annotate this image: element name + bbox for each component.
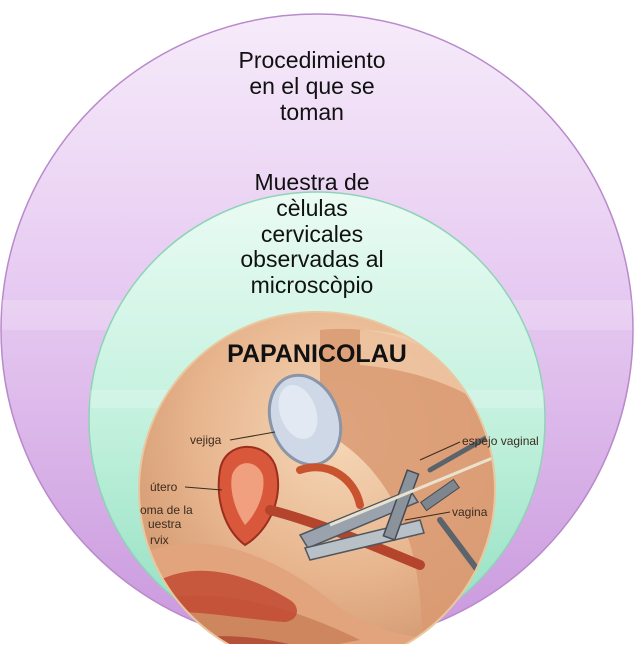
label-vagina: vagina <box>452 505 487 519</box>
label-cervix: rvix <box>150 533 169 547</box>
label-espejo-vaginal: espejo vaginal <box>462 434 539 448</box>
center-title: PAPANICOLAU <box>190 340 444 368</box>
middle-ring-text: Muestra de cèlulas cervicales observadas… <box>212 170 412 299</box>
label-toma-line1: oma de la <box>140 503 193 517</box>
label-toma-line2: uestra <box>148 517 181 531</box>
label-utero: útero <box>150 480 177 494</box>
label-vejiga: vejiga <box>190 433 221 447</box>
outer-ring-text: Procedimiento en el que se toman <box>212 48 412 125</box>
